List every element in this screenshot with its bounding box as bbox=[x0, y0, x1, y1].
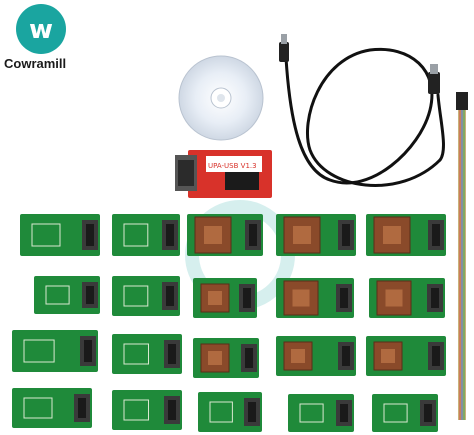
cd-disc bbox=[178, 55, 264, 141]
adapter-board bbox=[112, 214, 180, 256]
adapter-board bbox=[276, 278, 354, 318]
usb-plug-b-metal bbox=[430, 64, 438, 74]
adapter-board bbox=[112, 276, 180, 316]
adapter-board bbox=[369, 278, 445, 318]
ribbon-cable bbox=[456, 92, 468, 420]
usb-plug-b bbox=[428, 72, 440, 94]
adapter-board bbox=[112, 334, 182, 374]
adapter-board bbox=[288, 394, 354, 432]
adapter-board bbox=[112, 390, 182, 430]
adapter-board bbox=[276, 214, 356, 256]
logo-letter: w bbox=[28, 15, 54, 45]
brand-logo: w Cowramill bbox=[4, 4, 84, 74]
adapter-board bbox=[276, 336, 356, 376]
adapter-board bbox=[193, 338, 259, 378]
usb-cable bbox=[282, 43, 445, 187]
adapter-board bbox=[12, 330, 98, 372]
logo-badge bbox=[16, 4, 66, 54]
programmer-label: UPA-USB V1.3 bbox=[208, 162, 257, 170]
adapter-board bbox=[366, 214, 446, 256]
usb-plug-a-metal bbox=[281, 34, 287, 44]
adapter-board bbox=[372, 394, 438, 432]
usb-plug-a bbox=[279, 42, 289, 62]
brand-name: Cowramill bbox=[4, 56, 67, 71]
adapter-boards bbox=[12, 214, 446, 432]
adapter-board bbox=[193, 278, 257, 318]
adapter-board bbox=[20, 214, 100, 256]
adapter-board bbox=[366, 336, 446, 376]
upa-programmer-board bbox=[175, 150, 272, 198]
adapter-board bbox=[187, 214, 263, 256]
adapter-board bbox=[12, 388, 92, 428]
adapter-board bbox=[34, 276, 100, 314]
adapter-board bbox=[198, 392, 262, 432]
